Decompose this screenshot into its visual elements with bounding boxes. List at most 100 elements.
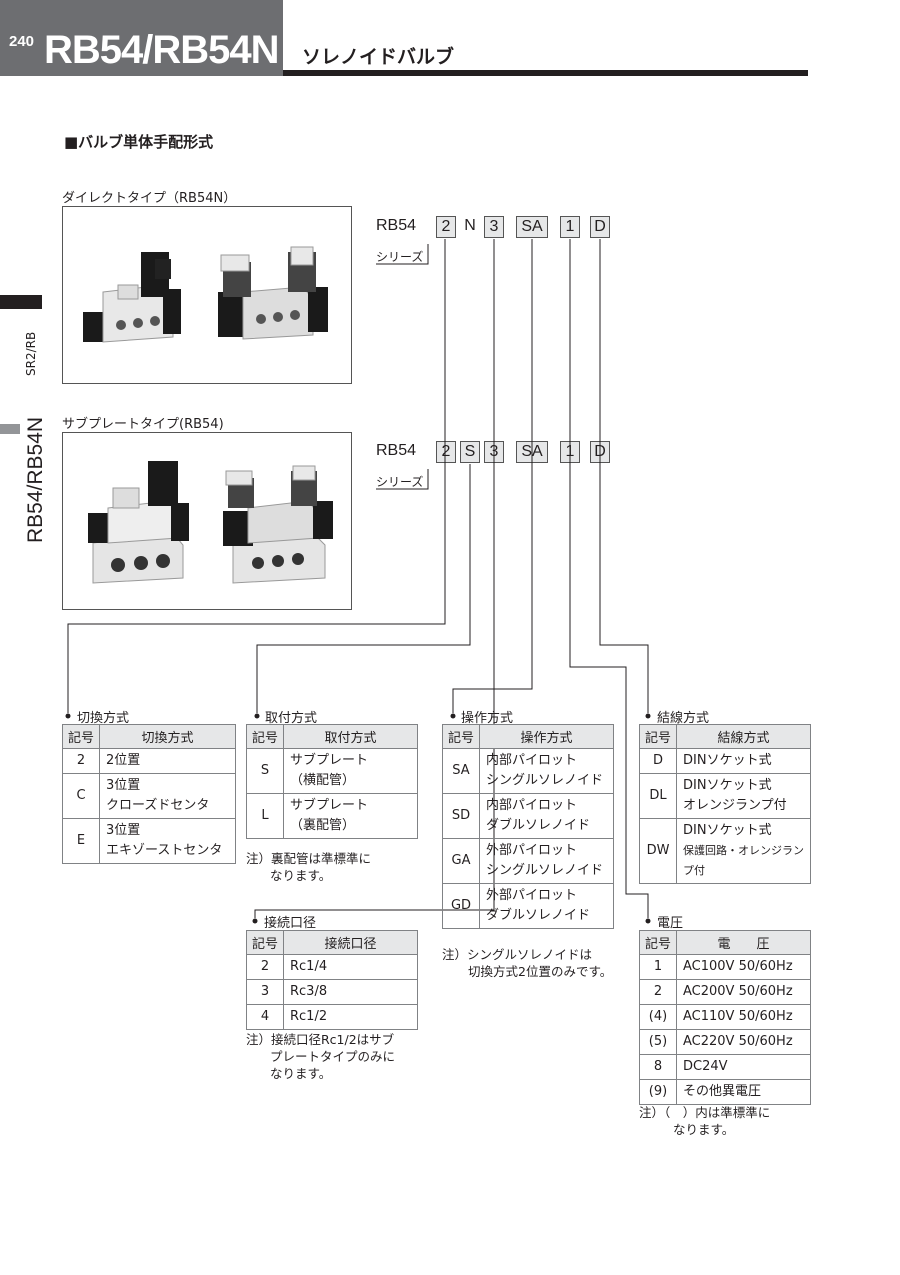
table-row: 1 AC100V 50/60Hz: [639, 954, 811, 980]
header-code: 記号: [62, 724, 100, 749]
row-value: AC200V 50/60Hz: [676, 979, 811, 1005]
row-line2: （裏配管）: [290, 818, 356, 833]
direct-code-row: RB54 2 N 3 SA 1 D: [376, 216, 616, 238]
wiring-table: 記号 結線方式 D DINソケット式 DL DINソケット式オレンジランプ付 D…: [639, 724, 811, 884]
row-desc: DINソケット式保護回路・オレンジランプ付: [676, 818, 811, 884]
voltage-title: 電圧: [657, 916, 684, 931]
header-mounting: 取付方式: [283, 724, 418, 749]
table-row: D DINソケット式: [639, 748, 811, 774]
row-value: AC110V 50/60Hz: [676, 1004, 811, 1030]
table-row: S サブプレート（横配管）: [246, 748, 418, 794]
row-desc: 外部パイロットシングルソレノイド: [479, 838, 614, 884]
voltage-note: 注）（ ）内は準標準に なります。: [639, 1104, 770, 1138]
row-code: DL: [639, 773, 677, 819]
row-line2: ダブルソレノイド: [486, 908, 591, 923]
mounting-title: 取付方式: [265, 711, 318, 726]
code-switching: 2: [436, 441, 456, 463]
note-line: 注）接続口径Rc1/2はサブ: [246, 1032, 395, 1047]
code-operation: SA: [516, 216, 548, 238]
row-value: Rc3/8: [283, 979, 418, 1005]
row-code: 8: [639, 1054, 677, 1080]
row-line1: 外部パイロット: [486, 843, 578, 858]
subplate-series-label: シリーズ: [376, 475, 424, 489]
table-row: (9) その他異電圧: [639, 1079, 811, 1105]
row-code: 2: [246, 954, 284, 980]
note-line: プレートタイプのみに: [270, 1049, 396, 1064]
row-value: AC100V 50/60Hz: [676, 954, 811, 980]
header-code: 記号: [442, 724, 480, 749]
row-code: (5): [639, 1029, 677, 1055]
port-title: 接続口径: [264, 916, 317, 931]
row-value: Rc1/4: [283, 954, 418, 980]
note-line: 切換方式2位置のみです。: [468, 964, 613, 979]
row-line1: DINソケット式: [683, 753, 772, 768]
page-number: 240: [9, 33, 35, 50]
row-line2: シングルソレノイド: [486, 773, 604, 788]
direct-photo: [62, 206, 352, 384]
code-switching: 2: [436, 216, 456, 238]
operation-table: 記号 操作方式 SA 内部パイロットシングルソレノイド SD 内部パイロットダブ…: [442, 724, 614, 929]
table-row: C 3位置クローズドセンタ: [62, 773, 236, 819]
row-line2: 保護回路・オレンジランプ付: [683, 844, 804, 877]
note-line: 注）裏配管は準標準に: [246, 851, 372, 866]
row-code: DW: [639, 818, 677, 884]
operation-note: 注）シングルソレノイドは 切換方式2位置のみです。: [442, 946, 612, 980]
page-subtitle: ソレノイドバルブ: [302, 46, 455, 68]
header-switching: 切換方式: [99, 724, 236, 749]
side-tab-marker: [0, 424, 20, 434]
switching-title: 切換方式: [77, 711, 130, 726]
row-line2: エキゾーストセンタ: [106, 843, 223, 858]
voltage-table: 記号 電 圧 1 AC100V 50/60Hz 2 AC200V 50/60Hz…: [639, 930, 811, 1105]
row-line2: ダブルソレノイド: [486, 818, 591, 833]
subplate-caption: サブプレートタイプ(RB54): [62, 417, 224, 432]
row-code: (4): [639, 1004, 677, 1030]
table-row: 8 DC24V: [639, 1054, 811, 1080]
note-line: なります。: [270, 1066, 332, 1081]
row-desc: 外部パイロットダブルソレノイド: [479, 883, 614, 929]
table-row: 2 2位置: [62, 748, 236, 774]
header-rule: [283, 70, 808, 76]
section-title: ■バルブ単体手配形式: [64, 133, 214, 151]
row-code: SA: [442, 748, 480, 794]
row-desc: 3位置クローズドセンタ: [99, 773, 236, 819]
header-operation: 操作方式: [479, 724, 614, 749]
port-table: 記号 接続口径 2 Rc1/4 3 Rc3/8 4 Rc1/2: [246, 930, 418, 1030]
row-line1: 2位置: [106, 753, 141, 768]
row-desc: 内部パイロットダブルソレノイド: [479, 793, 614, 839]
row-code: GD: [442, 883, 480, 929]
code-mounting: N: [464, 217, 476, 234]
wiring-title: 結線方式: [657, 711, 710, 726]
row-line2: シングルソレノイド: [486, 863, 604, 878]
code-mounting: S: [460, 441, 480, 463]
row-line1: 外部パイロット: [486, 888, 578, 903]
table-row: GD 外部パイロットダブルソレノイド: [442, 883, 614, 929]
row-code: GA: [442, 838, 480, 884]
note-line: なります。: [673, 1122, 735, 1137]
mounting-table: 記号 取付方式 S サブプレート（横配管） L サブプレート（裏配管）: [246, 724, 418, 839]
table-row: 3 Rc3/8: [246, 979, 418, 1005]
model-title: RB54/RB54N: [44, 28, 280, 72]
table-row: SA 内部パイロットシングルソレノイド: [442, 748, 614, 794]
switching-table: 記号 切換方式 2 2位置 C 3位置クローズドセンタ E 3位置エキゾーストセ…: [62, 724, 236, 864]
subplate-photo: [62, 432, 352, 610]
note-line: なります。: [270, 868, 332, 883]
row-desc: DINソケット式: [676, 748, 811, 774]
row-code: 1: [639, 954, 677, 980]
port-note: 注）接続口径Rc1/2はサブ プレートタイプのみに なります。: [246, 1031, 395, 1082]
operation-title: 操作方式: [461, 711, 514, 726]
row-code: L: [246, 793, 284, 839]
subplate-valve-image: [88, 461, 333, 584]
header-wiring: 結線方式: [676, 724, 811, 749]
row-line2: オレンジランプ付: [683, 798, 787, 813]
row-line1: サブプレート: [290, 753, 369, 768]
mounting-note: 注）裏配管は準標準に なります。: [246, 850, 371, 884]
row-line1: サブプレート: [290, 798, 369, 813]
row-line1: DINソケット式: [683, 823, 772, 838]
row-value: Rc1/2: [283, 1004, 418, 1030]
row-desc: DINソケット式オレンジランプ付: [676, 773, 811, 819]
table-row: GA 外部パイロットシングルソレノイド: [442, 838, 614, 884]
row-line1: 3位置: [106, 823, 141, 838]
table-row: L サブプレート （裏配管）: [246, 793, 418, 839]
table-row: E 3位置エキゾーストセンタ: [62, 818, 236, 864]
